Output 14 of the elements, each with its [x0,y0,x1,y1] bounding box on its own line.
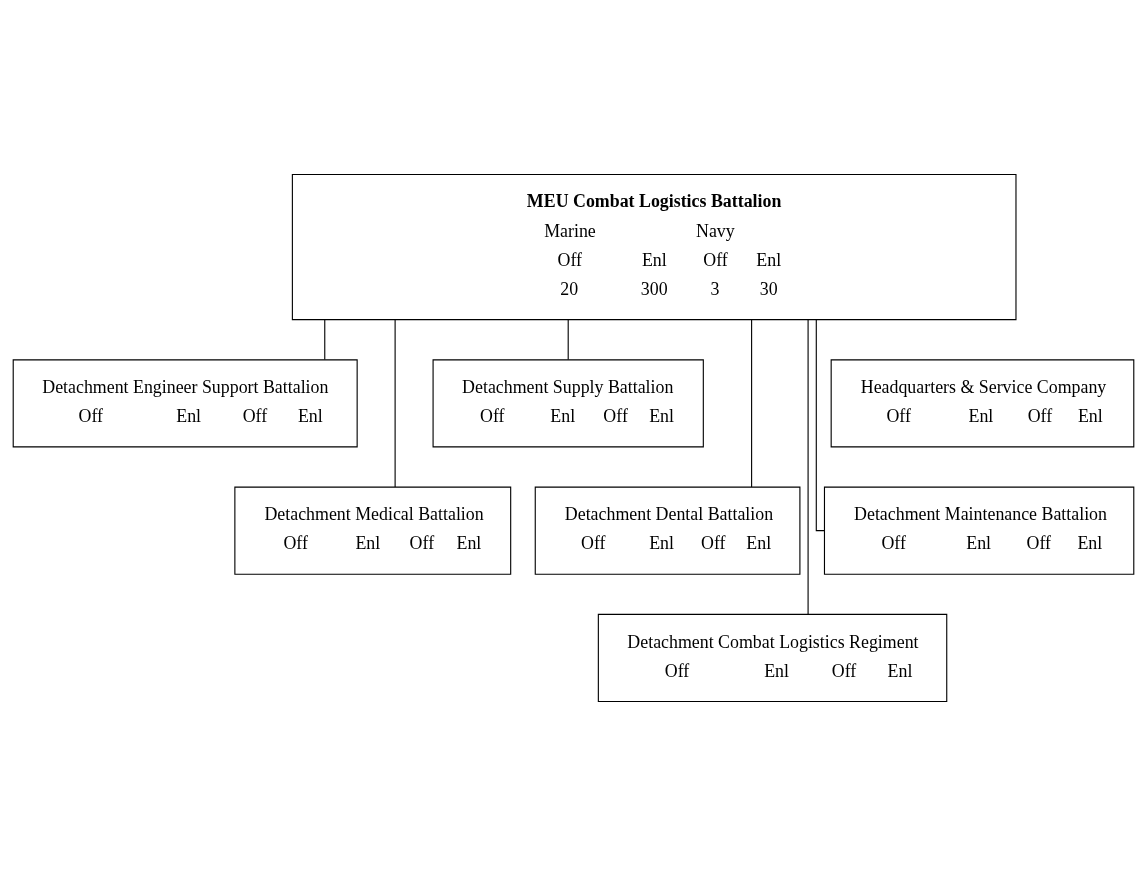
connector [815,319,825,532]
node-box: MEU Combat Logistics Battalion Marine Navy Off Enl Off Enl 20 300 3 30 [291,173,1017,321]
node-box: Headquarters & Service Company Off Enl Off Enl [830,359,1135,448]
node-box: Detachment Maintenance Battalion Off Enl Off Enl [823,486,1135,575]
node-box: Detachment Dental Battalion Off Enl Off Enl [534,486,801,575]
node-box: Detachment Combat Logistics Regiment Off Enl Off Enl [597,613,948,703]
connector [751,319,753,488]
node-box: Detachment Supply Battalion Off Enl Off Enl [432,359,704,448]
connector [324,319,326,360]
node-box: Detachment Medical Battalion Off Enl Off Enl [234,486,512,575]
node-box: Detachment Engineer Support Battalion Off Enl Off Enl [12,359,358,448]
connector [394,319,396,488]
connector [807,319,809,615]
connector [567,319,569,360]
